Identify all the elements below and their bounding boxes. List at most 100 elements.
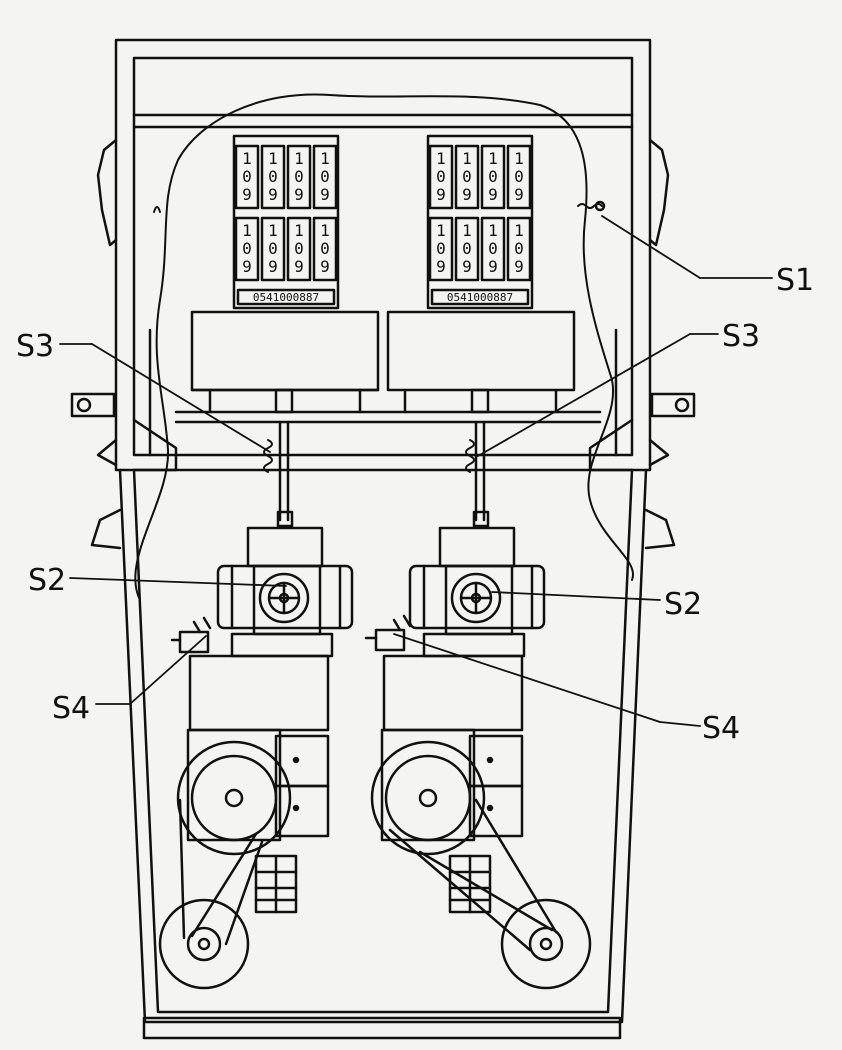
meter-box-right (386, 310, 576, 392)
coupling-right (472, 510, 490, 528)
counter-digit: 9 (268, 257, 278, 276)
counter-digit: 0 (462, 167, 472, 186)
bolt-dot (292, 756, 300, 764)
top-frame-outer (114, 38, 652, 472)
counter-digit: 0 (488, 239, 498, 258)
gearbox-left-grid (254, 854, 298, 914)
pump-cap-left (246, 526, 324, 568)
counter-digit: 0 (320, 239, 330, 258)
counter-digit: 9 (514, 257, 524, 276)
callout-labels: S1 S3 S3 S2 S2 S4 S4 (16, 263, 814, 746)
counter-wheel (480, 144, 506, 210)
bolt-dot (292, 804, 300, 812)
meter-box-left (190, 310, 380, 392)
base-plate (142, 1016, 622, 1040)
counter-frame (426, 134, 534, 310)
lower-body-outer (118, 468, 648, 1024)
gear-s2-left-icon (258, 572, 310, 624)
latch-left-icon (90, 508, 122, 550)
sensor-s1-head (594, 200, 606, 212)
counter-wheel (428, 144, 454, 210)
pulley-small-right-ring (528, 926, 564, 962)
counter-digit: 1 (436, 149, 446, 168)
bolt-right-icon (650, 392, 696, 418)
counter-digit: 1 (242, 221, 252, 240)
pulley-small-left-hub (197, 937, 211, 951)
counter-digit: 0 (320, 167, 330, 186)
counter-digit: 0 (294, 239, 304, 258)
counter-serial: 0541000887 (253, 291, 319, 304)
clamp-left (274, 388, 294, 414)
counter-digit: 0 (242, 167, 252, 186)
counter-wheel (506, 144, 532, 210)
spring-s3-left-icon (263, 439, 273, 473)
counter-wheel (286, 144, 312, 210)
bolt-dot (486, 804, 494, 812)
label-s2-left: S2 (28, 563, 66, 598)
bolt-right-head (674, 397, 690, 413)
counter-digit: 9 (462, 257, 472, 276)
pulley-large-right-icon (370, 740, 486, 856)
top-frame-inner (132, 56, 634, 457)
leader-s3-right-b (477, 333, 691, 457)
pulley-small-right-hub (539, 937, 553, 951)
counter-digit: 1 (294, 221, 304, 240)
sensor-s1-icon (577, 203, 603, 209)
counter-wheel (312, 144, 338, 210)
counter-digit: 9 (436, 257, 446, 276)
side-fittings (70, 138, 696, 550)
bracket-right (588, 418, 634, 472)
counter-digit: 1 (488, 149, 498, 168)
counter-wheel (480, 216, 506, 282)
counter-digit: 0 (268, 239, 278, 258)
lower-body-inner (132, 468, 634, 1014)
wing-left-icon (96, 438, 118, 467)
counter-wheel (428, 216, 454, 282)
counter-wheel (506, 216, 532, 282)
hook-right-top-icon (648, 138, 670, 247)
counter-digit: 0 (462, 239, 472, 258)
counter-digit: 0 (514, 167, 524, 186)
gear-s2-right-icon (450, 572, 502, 624)
counter-digit: 9 (462, 185, 472, 204)
counter-digit: 1 (268, 221, 278, 240)
gear-s2-left-spokes (268, 581, 300, 615)
leader-lines (59, 215, 773, 727)
counter-digit: 1 (294, 149, 304, 168)
counter-digit: 1 (436, 221, 446, 240)
counter-digit: 9 (242, 257, 252, 276)
counter-digit: 0 (294, 167, 304, 186)
counter-wheel (260, 216, 286, 282)
counter-digit: 0 (488, 167, 498, 186)
wing-right-icon (648, 438, 670, 467)
leader-s2-left (69, 577, 287, 587)
leader-s4-left-b (129, 635, 207, 705)
hook-left-top-icon (96, 138, 118, 247)
counter-digit: 9 (294, 257, 304, 276)
sensor-left-top-icon (153, 206, 161, 213)
pulley-large-left-ring (190, 754, 278, 842)
counter-digit: 1 (242, 149, 252, 168)
motor-block-left (188, 654, 330, 732)
pulley-large-left-hub (224, 788, 244, 808)
valve-s4-right-icon (374, 628, 406, 652)
clamp-right (470, 388, 490, 414)
counter-digit: 1 (462, 149, 472, 168)
motor-left (158, 654, 330, 990)
pump-unit-right (364, 526, 546, 658)
counter-digit: 1 (462, 221, 472, 240)
meter-housings (190, 310, 576, 414)
gear-s2-right-spokes (460, 581, 492, 615)
label-s2-right: S2 (664, 587, 702, 622)
pump-cap-right (438, 526, 516, 568)
counter-wheel (234, 144, 260, 210)
pulley-small-left-icon (158, 898, 250, 990)
label-s3-left: S3 (16, 329, 54, 364)
latch-right-icon (644, 508, 676, 550)
counter-digit: 1 (320, 221, 330, 240)
shafts (263, 420, 490, 528)
counter-digit: 1 (320, 149, 330, 168)
